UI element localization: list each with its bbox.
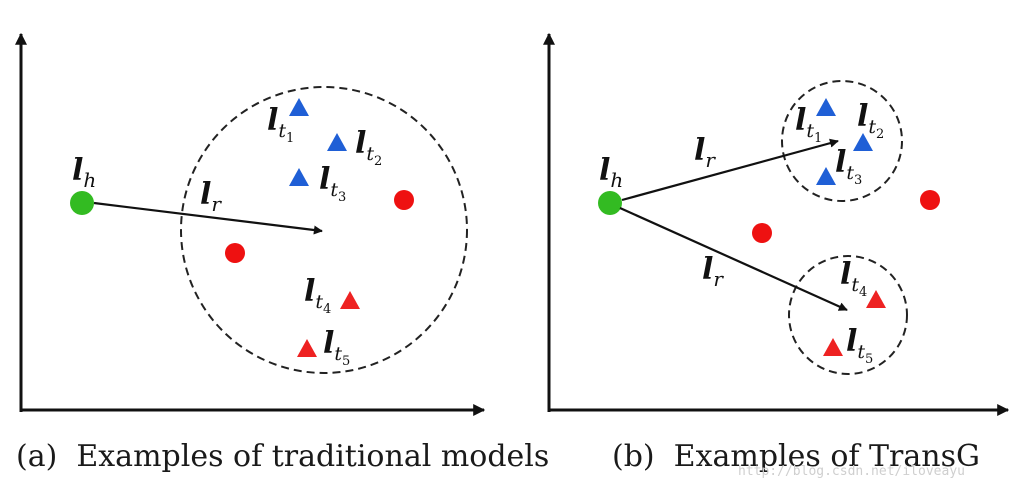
panel-b-tail-triangle-4	[866, 290, 886, 308]
panel-b-tail-label-4: lt4	[840, 257, 867, 300]
panel-b-relation-label-upper: lr	[694, 133, 716, 172]
panel-a-head-label: lh	[72, 153, 96, 192]
panel-b-negative-dot	[752, 223, 772, 243]
panel-b-cluster-circle-lower	[788, 255, 908, 375]
panel-a-head-node	[70, 191, 94, 215]
panel-b-tail-label-2: lt2	[857, 99, 884, 142]
panel-b-tail-label-3: lt3	[835, 145, 862, 188]
panel-a-caption: (a) Examples of traditional models	[16, 439, 549, 474]
panel-b-relation-arrow-lower	[619, 206, 848, 312]
panel-b-relation-label-lower: lr	[702, 252, 724, 291]
panel-b-head-label: lh	[599, 153, 623, 192]
panel-a-tail-triangle-1	[289, 98, 309, 116]
panel-a-tail-label-2: lt2	[355, 126, 382, 169]
panel-b-relation-arrow-upper	[621, 138, 839, 202]
panel-a-tail-triangle-4	[340, 291, 360, 309]
panel-a-tail-label-1: lt1	[267, 103, 294, 146]
panel-b-tail-label-5: lt5	[846, 324, 873, 367]
panel-a-tail-label-3: lt3	[319, 162, 346, 205]
panel-a-tail-triangle-5	[297, 339, 317, 357]
panel-a: lh lr lt1 lt2 lt3 lt4 lt5	[15, 32, 549, 474]
panel-b-tail-triangle-1	[816, 98, 836, 116]
panel-b-caption: (b) Examples of TransG	[612, 439, 980, 474]
panel-a-tail-triangle-3	[289, 168, 309, 186]
panel-a-relation-label: lr	[200, 177, 222, 216]
panel-a-tail-label-4: lt4	[304, 274, 331, 317]
panel-a-negative-dot	[225, 243, 245, 263]
panel-b-head-node	[598, 191, 622, 215]
panel-a-negative-dot	[394, 190, 414, 210]
panel-a-cluster-circle	[180, 86, 468, 374]
panel-b: lh lr lr lt1 lt2 lt3 lt4	[543, 32, 1010, 474]
panel-b-cluster-circle-upper	[781, 80, 903, 202]
panel-b-tail-triangle-5	[823, 338, 843, 356]
panel-a-tail-triangle-2	[327, 133, 347, 151]
panel-b-tail-label-1: lt1	[795, 103, 822, 146]
panel-b-tail-triangle-2	[853, 133, 873, 151]
panel-a-tail-label-5: lt5	[323, 326, 350, 369]
panel-a-relation-arrow	[93, 201, 323, 235]
watermark: http://blog.csdn.net/iloveayu	[738, 464, 965, 479]
panel-b-negative-dot	[920, 190, 940, 210]
panel-b-tail-triangle-3	[816, 167, 836, 185]
